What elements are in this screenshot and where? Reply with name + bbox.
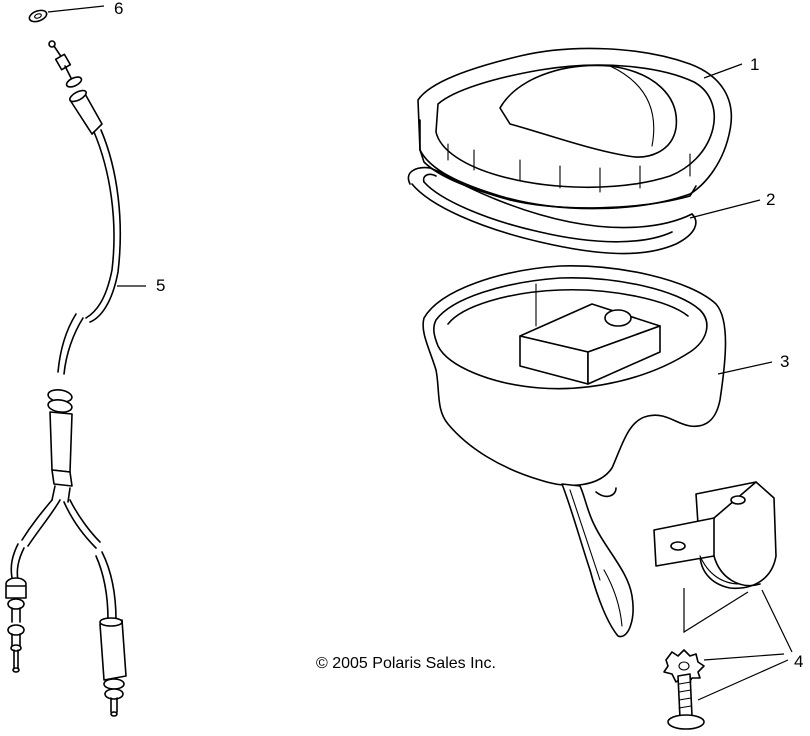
callout-1: 1: [750, 55, 759, 74]
part-1-cover: 1: [417, 47, 759, 210]
part-5-throttle-cable: 5: [5, 40, 165, 717]
part-4-clamp-kit: 4: [653, 481, 803, 730]
callout-4: 4: [794, 652, 803, 671]
callout-3: 3: [780, 352, 789, 371]
part-2-gasket: 2: [407, 166, 775, 255]
callout-6: 6: [114, 0, 123, 18]
callout-2: 2: [766, 190, 775, 209]
part-3-housing: 3: [422, 265, 789, 638]
callout-5: 5: [156, 276, 165, 295]
part-6-washer: 6: [28, 0, 123, 23]
copyright-notice: © 2005 Polaris Sales Inc.: [316, 655, 496, 672]
